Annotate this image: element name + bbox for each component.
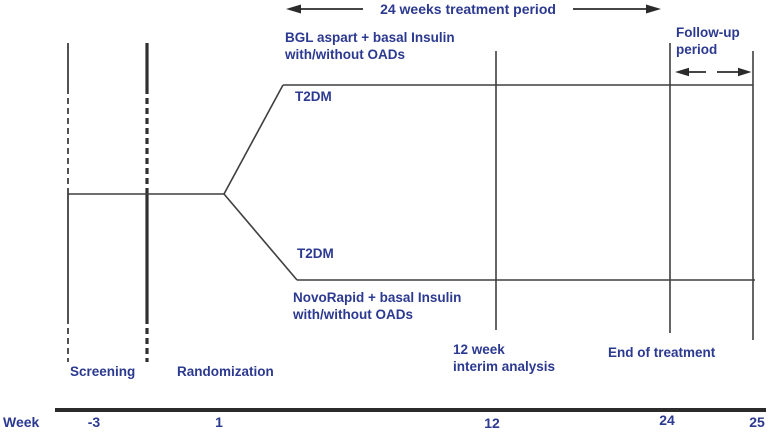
end-of-treatment-label: End of treatment [608,345,716,360]
followup-label-line1: Follow-up [676,25,740,40]
week-tick-1: 1 [215,414,223,430]
top-arm-regimen-line2: with/without OADs [285,47,405,62]
bottom-arm-regimen-label: NovoRapid + basal Insulin with/without O… [293,289,461,323]
bottom-arm-population-label: T2DM [297,246,334,261]
bottom-arm-regimen-line1: NovoRapid + basal Insulin [293,290,462,305]
followup-label-line2: period [676,42,718,57]
week-tick-minus3: -3 [87,414,101,430]
bottom-arm-regimen-line2: with/without OADs [293,307,413,322]
week-tick-25: 25 [749,414,765,430]
branch-upper-diagonal [223,84,284,195]
interim-analysis-label: 12 week interim analysis [453,341,555,375]
randomization-label: Randomization [177,364,274,379]
week-axis-label: Week [3,414,40,430]
followup-period-label: Follow-up period [676,24,740,58]
followup-period-arrow [675,67,752,77]
interim-analysis-line1: 12 week [453,342,505,357]
week-tick-24: 24 [659,412,675,428]
branch-lower-diagonal [223,193,298,281]
interim-analysis-line2: interim analysis [453,359,556,374]
treatment-period-arrow [286,4,661,14]
top-arm-regimen-label: BGL aspart + basal Insulin with/without … [285,29,455,63]
top-arm-population-label: T2DM [295,89,332,104]
top-arm-regimen-line1: BGL aspart + basal Insulin [285,30,455,45]
treatment-period-label: 24 weeks treatment period [380,1,556,17]
week-tick-12: 12 [484,415,500,431]
screening-label: Screening [70,364,136,379]
